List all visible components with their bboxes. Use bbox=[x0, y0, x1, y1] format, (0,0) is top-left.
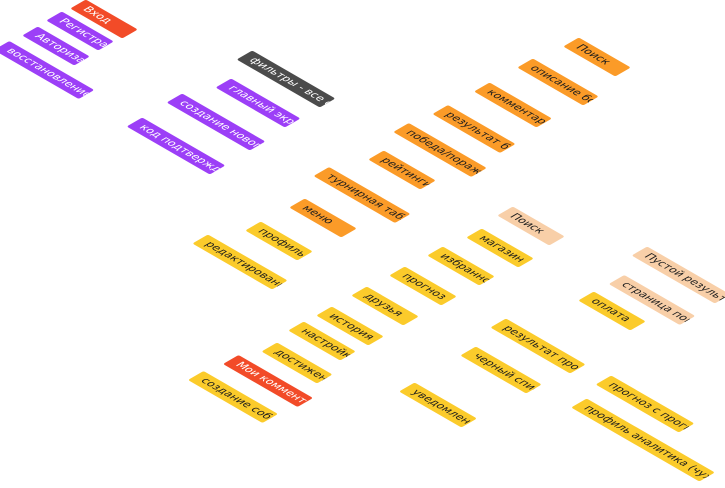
flow-diagram-canvas: Вход Регистра... Авториза... восстановле… bbox=[0, 0, 725, 482]
